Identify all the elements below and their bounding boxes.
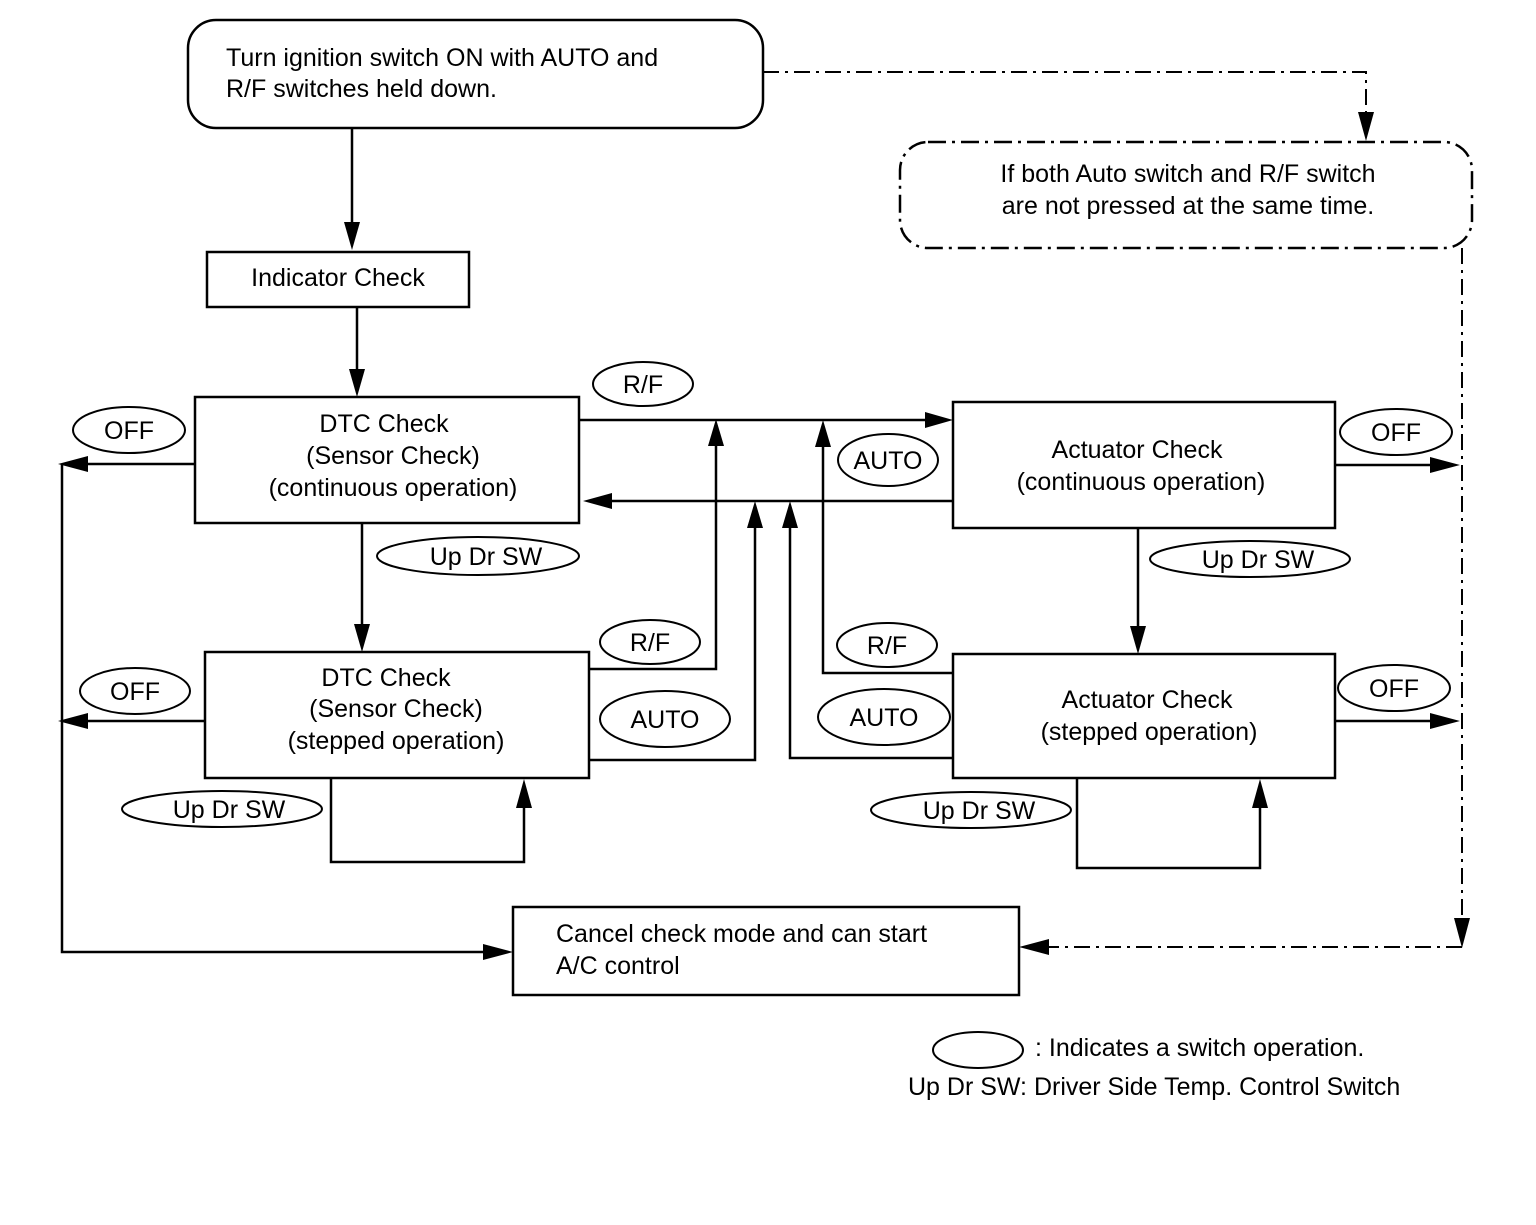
- dtc-stepped-text-line-1: DTC Check: [321, 664, 451, 692]
- dashed-start-to-not-pressed: [763, 71, 1367, 116]
- arrowhead-to-actuator-stepped: [1130, 626, 1146, 654]
- arrowhead-loop-actuator-stepped: [1252, 779, 1268, 808]
- actuator-continuous-box: [951, 400, 1337, 530]
- arrowhead-dtc-stepped-rf: [708, 419, 724, 446]
- arrowhead-off-right-bottom: [1430, 713, 1460, 729]
- switch-rf-actuator-stepped: R/F: [836, 622, 938, 668]
- switch-rf-dtc-stepped: R/F: [599, 619, 701, 665]
- legend: : Indicates a switch operation. Up Dr SW…: [908, 1031, 1400, 1101]
- actuator-stepped-box: [951, 652, 1337, 780]
- dtc-continuous-text-line-1: DTC Check: [319, 410, 449, 438]
- switch-label: R/F: [623, 371, 663, 399]
- arrowhead-to-dtc-continuous: [349, 369, 365, 397]
- start-text-line-2: R/F switches held down.: [226, 75, 497, 103]
- not-pressed-text-line-1: If both Auto switch and R/F switch: [1000, 160, 1375, 188]
- switch-label: OFF: [110, 678, 160, 706]
- switch-rf-top: R/F: [592, 361, 694, 407]
- not-pressed-text-line-2: are not pressed at the same time.: [1002, 192, 1374, 220]
- arrowhead-to-dtc-stepped: [354, 624, 370, 652]
- switch-label: Up Dr SW: [430, 543, 543, 571]
- switch-label: AUTO: [850, 704, 919, 732]
- switch-updrsw-dtc-continuous: Up Dr SW: [376, 536, 580, 576]
- arrowhead-to-cancel-right: [1019, 939, 1049, 955]
- actuator-continuous-text-line-2: (continuous operation): [1017, 468, 1266, 496]
- arrowhead-off-left-top: [58, 456, 88, 472]
- switch-off-actuator-stepped: OFF: [1337, 664, 1451, 712]
- loop-dtc-stepped: [329, 778, 526, 864]
- arrowhead-to-not-pressed: [1358, 112, 1374, 141]
- switch-label: OFF: [1371, 419, 1421, 447]
- arrowhead-off-right-top: [1430, 457, 1460, 473]
- switch-off-dtc-continuous: OFF: [72, 406, 186, 454]
- switch-label: Up Dr SW: [923, 797, 1036, 825]
- switch-label: Up Dr SW: [1202, 546, 1315, 574]
- switch-label: AUTO: [631, 706, 700, 734]
- dtc-continuous-box: [193, 395, 581, 525]
- off-bus-left: [60, 464, 488, 954]
- cancel-text-line-1: Cancel check mode and can start: [556, 920, 927, 948]
- arrowhead-off-left-bottom: [58, 713, 88, 729]
- start-text-line-1: Turn ignition switch ON with AUTO and: [226, 44, 658, 72]
- indicator-check-box: [205, 250, 471, 309]
- switch-auto-dtc-stepped: AUTO: [599, 690, 731, 748]
- indicator-check-text: Indicator Check: [251, 264, 425, 292]
- switch-updrsw-actuator-stepped: Up Dr SW: [870, 791, 1072, 829]
- start-box: [186, 18, 765, 130]
- switch-label: OFF: [104, 417, 154, 445]
- cancel-box: [511, 905, 1021, 997]
- switch-label: R/F: [867, 632, 907, 660]
- switch-auto-actuator-stepped: AUTO: [817, 688, 951, 746]
- switch-label: Up Dr SW: [173, 796, 286, 824]
- connector-dtc-stepped-auto: [589, 522, 757, 762]
- not-pressed-box: [898, 140, 1474, 250]
- legend-abbreviation: Up Dr SW: Driver Side Temp. Control Swit…: [908, 1073, 1400, 1101]
- arrowhead-right-bus-down: [1454, 918, 1470, 948]
- cancel-text-line-2: A/C control: [556, 952, 680, 980]
- switch-auto-top: AUTO: [837, 433, 939, 487]
- switch-off-dtc-stepped: OFF: [79, 667, 191, 715]
- dtc-continuous-text-line-3: (continuous operation): [269, 474, 518, 502]
- switch-updrsw-actuator-continuous: Up Dr SW: [1149, 540, 1351, 578]
- actuator-continuous-text-line-1: Actuator Check: [1052, 436, 1223, 464]
- connector-actuator-stepped-auto: [788, 522, 953, 760]
- switch-label: OFF: [1369, 675, 1419, 703]
- switch-label: AUTO: [854, 447, 923, 475]
- dtc-stepped-text-line-3: (stepped operation): [288, 727, 505, 755]
- arrowhead-actuator-stepped-auto: [782, 501, 798, 528]
- actuator-stepped-text-line-2: (stepped operation): [1041, 718, 1258, 746]
- switch-updrsw-dtc-stepped: Up Dr SW: [121, 790, 323, 828]
- legend-oval-symbol: [932, 1031, 1024, 1069]
- legend-oval-meaning: : Indicates a switch operation.: [1035, 1034, 1364, 1062]
- arrowhead-to-cancel-left: [483, 944, 513, 960]
- arrowhead-to-actuator-continuous: [925, 412, 953, 428]
- arrowhead-to-dtc-continuous-left: [583, 493, 612, 509]
- switch-label: R/F: [630, 629, 670, 657]
- arrowhead-loop-dtc-stepped: [516, 779, 532, 808]
- dtc-continuous-text-line-2: (Sensor Check): [306, 442, 480, 470]
- actuator-stepped-text-line-1: Actuator Check: [1062, 686, 1233, 714]
- connector-actuator-stepped-rf: [821, 441, 953, 675]
- arrowhead-to-indicator: [344, 222, 360, 250]
- dtc-stepped-text-line-2: (Sensor Check): [309, 695, 483, 723]
- connector-dtc-stepped-rf: [589, 440, 718, 671]
- arrowhead-dtc-stepped-auto: [747, 501, 763, 528]
- loop-actuator-stepped: [1075, 778, 1262, 870]
- dtc-stepped-box: [203, 650, 591, 780]
- switch-off-actuator-continuous: OFF: [1339, 408, 1453, 456]
- arrowhead-actuator-stepped-rf: [815, 420, 831, 447]
